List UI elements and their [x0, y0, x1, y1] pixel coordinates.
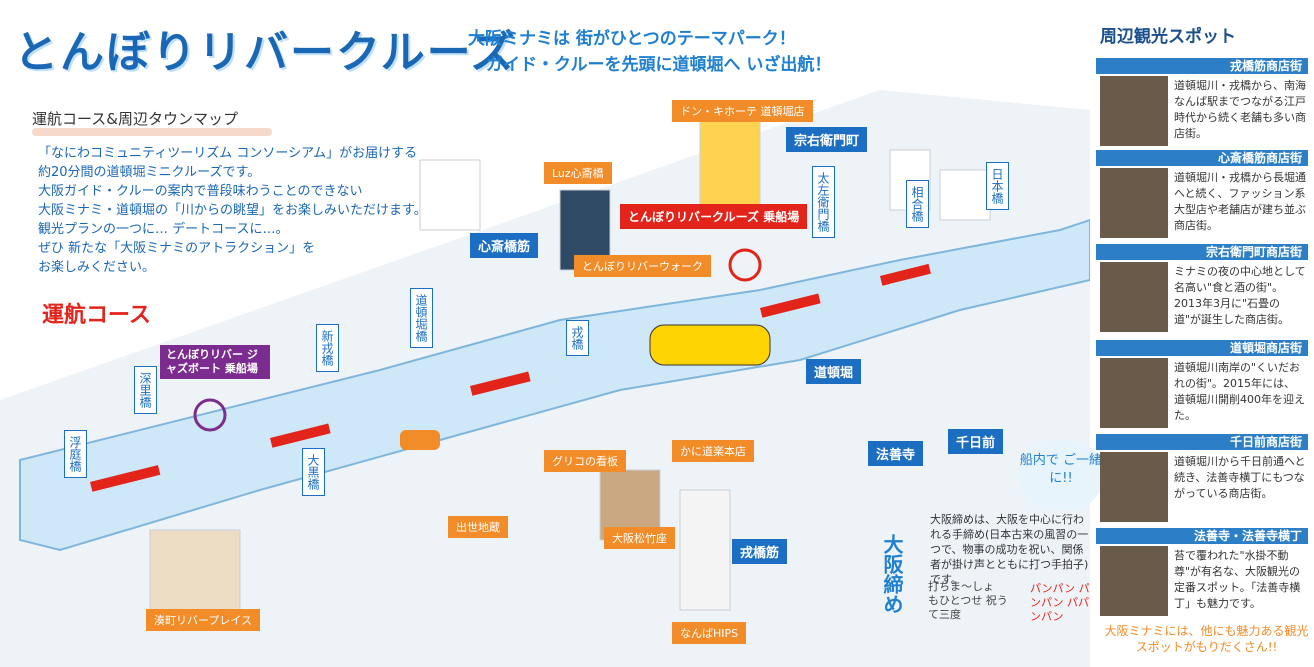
spot-card: 法善寺・法善寺横丁 苔で覆われた"水掛不動尊"が有名な、大阪観光の定番スポット。… — [1096, 528, 1308, 618]
logo: とんぼりリバークルーズ — [14, 27, 517, 78]
bridge-ebisu: 戎橋 — [566, 320, 589, 356]
spot-name: 戎橋筋商店街 — [1096, 58, 1308, 74]
spot-photo — [1100, 262, 1168, 332]
landmark-luz: Luz心斎橋 — [544, 162, 612, 184]
spot-card: 心斎橋筋商店街 道頓堀川・戎橋から長堀通へと続く、ファッション系大型店や老舗店が… — [1096, 150, 1308, 240]
spot-photo — [1100, 358, 1168, 428]
shime-title: 大阪締め — [880, 534, 904, 614]
bridge-aioi: 相合橋 — [906, 180, 929, 228]
spot-card: 戎橋筋商店街 道頓堀川・戎橋から、南海なんば駅までつながる江戸時代から続く老舗も… — [1096, 58, 1308, 148]
spot-text: 道頓堀川・戎橋から、南海なんば駅までつながる江戸時代から続く老舗も多い商店街。 — [1174, 79, 1306, 140]
tagline: 大阪ミナミは 街がひとつのテーマパーク！ ガイド・クルーを先頭に道頓堀へ いざ出… — [468, 26, 831, 78]
spot-card: 宗右衛門町商店街 ミナミの夜の中心地として名高い"食と酒の街"。2013年3月に… — [1096, 244, 1308, 334]
shime-text: 大阪締めは、大阪を中心に行われる手締め(日本古来の風習の一つで、物事の成功を祝い… — [930, 513, 1089, 586]
map-title: 運航コース&周辺タウンマップ — [32, 110, 238, 128]
main-pier-label: とんぼりリバークルーズ 乗船場 — [620, 204, 808, 229]
intro-line: 「なにわコミュニティツーリズム コンソーシアム」がお届けする — [38, 146, 418, 161]
landmark-donki: ドン・キホーテ 道頓堀店 — [672, 100, 813, 122]
landmark-shusse: 出世地蔵 — [448, 516, 508, 538]
bridge-shinebisu: 新戎橋 — [316, 324, 339, 372]
title-underline — [32, 128, 272, 136]
shime-chant: 打ちま～しょ もひとつせ 祝うて三度 — [928, 580, 1008, 621]
intro-text: 「なにわコミュニティツーリズム コンソーシアム」がお届けする 約20分間の道頓堀… — [38, 144, 458, 277]
kanpai-bubble: 船内で ご一緒に!! — [1018, 440, 1104, 510]
area-soemoncho: 宗右衛門町 — [786, 127, 868, 152]
intro-line: 観光プランの一つに… デートコースに…。 — [38, 222, 289, 237]
course-label: 運航コース — [42, 303, 151, 328]
intro-line: 約20分間の道頓堀ミニクルーズです。 — [38, 165, 261, 180]
spot-text: 苔で覆われた"水掛不動尊"が有名な、大阪観光の定番スポット。「法善寺横丁」も魅力… — [1174, 549, 1301, 610]
bridge-ukoniwa: 浮庭橋 — [64, 430, 87, 478]
spot-name: 道頓堀商店街 — [1096, 340, 1308, 356]
spot-name: 法善寺・法善寺横丁 — [1096, 528, 1308, 544]
area-dotonbori: 道頓堀 — [806, 359, 862, 384]
spot-text: 道頓堀川・戎橋から長堀通へと続く、ファッション系大型店や老舗店が建ち並ぶ商店街。 — [1174, 171, 1306, 232]
bridge-dotonboribashi: 道頓堀橋 — [410, 288, 433, 348]
intro-line: 大阪ガイド・クルーの案内で普段味わうことのできない — [38, 184, 363, 199]
spot-photo — [1100, 168, 1168, 238]
tagline-line: 大阪ミナミは 街がひとつのテーマパーク！ — [468, 29, 796, 49]
intro-line: お楽しみください。 — [38, 260, 156, 275]
spot-name: 千日前商店街 — [1096, 434, 1308, 450]
landmark-kani: かに道楽本店 — [672, 440, 754, 462]
tagline-line: ガイド・クルーを先頭に道頓堀へ いざ出航！ — [486, 55, 832, 75]
intro-line: ぜひ 新たな「大阪ミナミのアトラクション」を — [38, 241, 316, 256]
spot-photo — [1100, 452, 1168, 522]
spot-photo — [1100, 546, 1168, 616]
spot-name: 宗右衛門町商店街 — [1096, 244, 1308, 260]
intro-line: 大阪ミナミ・道頓堀の「川からの眺望」をお楽しみいただけます。 — [38, 203, 427, 218]
bridge-fukaribashi: 深里橋 — [134, 366, 157, 414]
area-ebisubashisuji: 戎橋筋 — [732, 539, 788, 564]
spot-text: 道頓堀川から千日前通へと続き、法善寺横丁にもつながっている商店街。 — [1174, 455, 1306, 500]
area-sennichimae: 千日前 — [948, 429, 1004, 454]
spot-text: ミナミの夜の中心地として名高い"食と酒の街"。2013年3月に"石畳の道"が誕生… — [1174, 265, 1306, 326]
landmark-glico: グリコの看板 — [544, 450, 626, 472]
sidebar-footer: 大阪ミナミには、他にも魅力ある観光スポットがもりだくさん!! — [1104, 624, 1309, 654]
area-shinsaibashisuji: 心斎橋筋 — [470, 233, 539, 258]
sightseeing-sidebar: 周辺観光スポット 戎橋筋商店街 道頓堀川・戎橋から、南海なんば駅までつながる江戸… — [1096, 18, 1308, 667]
landmark-hips: なんばHIPS — [672, 622, 747, 644]
sidebar-title: 周辺観光スポット — [1100, 27, 1236, 47]
area-hozenji: 法善寺 — [868, 441, 924, 466]
landmark-riverwalk: とんぼりリバーウォーク — [574, 255, 711, 277]
landmark-shochikuza: 大阪松竹座 — [604, 527, 675, 549]
spot-card: 道頓堀商店街 道頓堀川南岸の"くいだおれの街"。2015年には、道頓堀川開削40… — [1096, 340, 1308, 430]
spot-name: 心斎橋筋商店街 — [1096, 150, 1308, 166]
shime-clap: パンパン パンパン パパンパン — [1030, 582, 1090, 623]
bridge-daikoku: 大黒橋 — [302, 448, 325, 496]
spot-text: 道頓堀川南岸の"くいだおれの街"。2015年には、道頓堀川開削400年を迎えた。 — [1174, 361, 1305, 422]
bridge-tazaemon: 太左衛門橋 — [812, 166, 835, 238]
map-title-block: 運航コース&周辺タウンマップ — [32, 108, 272, 136]
spot-card: 千日前商店街 道頓堀川から千日前通へと続き、法善寺横丁にもつながっている商店街。 — [1096, 434, 1308, 524]
jazz-pier-label: とんぼりリバー ジャズボート 乗船場 — [160, 345, 270, 379]
landmark-minato: 湊町リバープレイス — [146, 609, 261, 631]
spot-photo — [1100, 76, 1168, 146]
bridge-nippon: 日本橋 — [986, 162, 1009, 210]
